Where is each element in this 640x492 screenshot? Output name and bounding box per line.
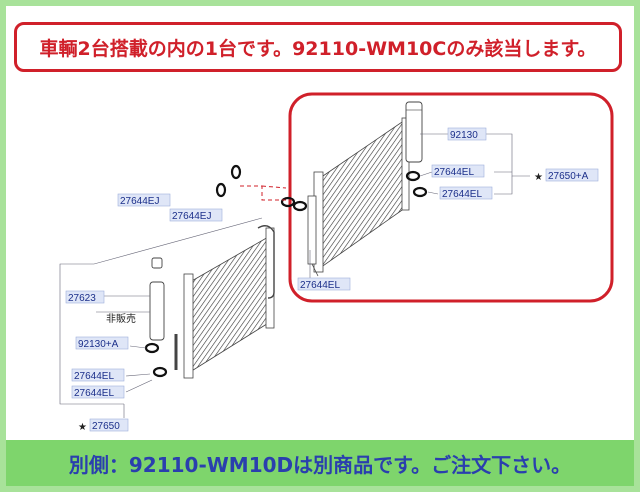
svg-text:27644EJ: 27644EJ <box>172 211 211 222</box>
label-27644el-5: 27644EL <box>71 385 125 399</box>
svg-text:27644EL: 27644EL <box>74 371 114 382</box>
label-27644ej-1: 27644EJ <box>117 193 171 207</box>
leader-lines-d <box>59 217 263 418</box>
label-27644el-3: 27644EL <box>297 277 351 291</box>
svg-text:★: ★ <box>534 172 543 183</box>
label-27644el-2: 27644EL <box>439 186 493 200</box>
receiver-drier-d <box>149 257 165 341</box>
o-ring-d1 <box>144 342 160 354</box>
label-27623: 27623 <box>65 290 105 304</box>
receiver-drier-c <box>405 101 423 163</box>
label-not-sold: 非販売 <box>106 312 136 325</box>
svg-text:92130: 92130 <box>450 130 478 141</box>
svg-text:27650+A: 27650+A <box>548 171 589 182</box>
o-ring-c1 <box>405 170 421 182</box>
label-27644el-4: 27644EL <box>71 368 125 382</box>
label-27650: ★ 27650 <box>78 418 129 433</box>
svg-text:92130+A: 92130+A <box>78 339 119 350</box>
footer-bar: 別側：92110-WM10Dは別商品です。ご注文下さい。 <box>6 440 634 486</box>
o-ring-c4 <box>292 200 308 212</box>
condenser-c <box>307 117 410 277</box>
o-ring-c2 <box>412 186 428 198</box>
svg-text:非販売: 非販売 <box>106 312 136 325</box>
o-ring-d2 <box>152 366 168 378</box>
label-27650a: ★ 27650+A <box>534 168 599 183</box>
svg-text:27644EL: 27644EL <box>74 388 114 399</box>
svg-text:27644EL: 27644EL <box>434 167 474 178</box>
label-27644ej-2: 27644EJ <box>169 208 223 222</box>
svg-text:27644EL: 27644EL <box>300 280 340 291</box>
svg-text:27623: 27623 <box>68 293 96 304</box>
notice-text: 車輌2台搭載の内の1台です。92110-WM10Cのみ該当します。 <box>39 37 597 60</box>
label-27644el-1: 27644EL <box>431 164 485 178</box>
connection-lines <box>240 185 292 201</box>
svg-text:27644EJ: 27644EJ <box>120 196 159 207</box>
condenser-d <box>174 225 275 379</box>
o-ring-ej1 <box>230 164 242 180</box>
svg-text:27650: 27650 <box>92 421 120 432</box>
o-ring-ej2 <box>215 182 227 198</box>
label-92130a: 92130+A <box>75 336 129 350</box>
label-92130: 92130 <box>447 127 487 141</box>
footer-text: 別側：92110-WM10Dは別商品です。ご注文下さい。 <box>68 452 572 477</box>
svg-text:27644EL: 27644EL <box>442 189 482 200</box>
o-ring-c3 <box>280 196 296 208</box>
svg-text:★: ★ <box>78 422 87 433</box>
notice-box: 車輌2台搭載の内の1台です。92110-WM10Cのみ該当します。 <box>14 22 622 72</box>
